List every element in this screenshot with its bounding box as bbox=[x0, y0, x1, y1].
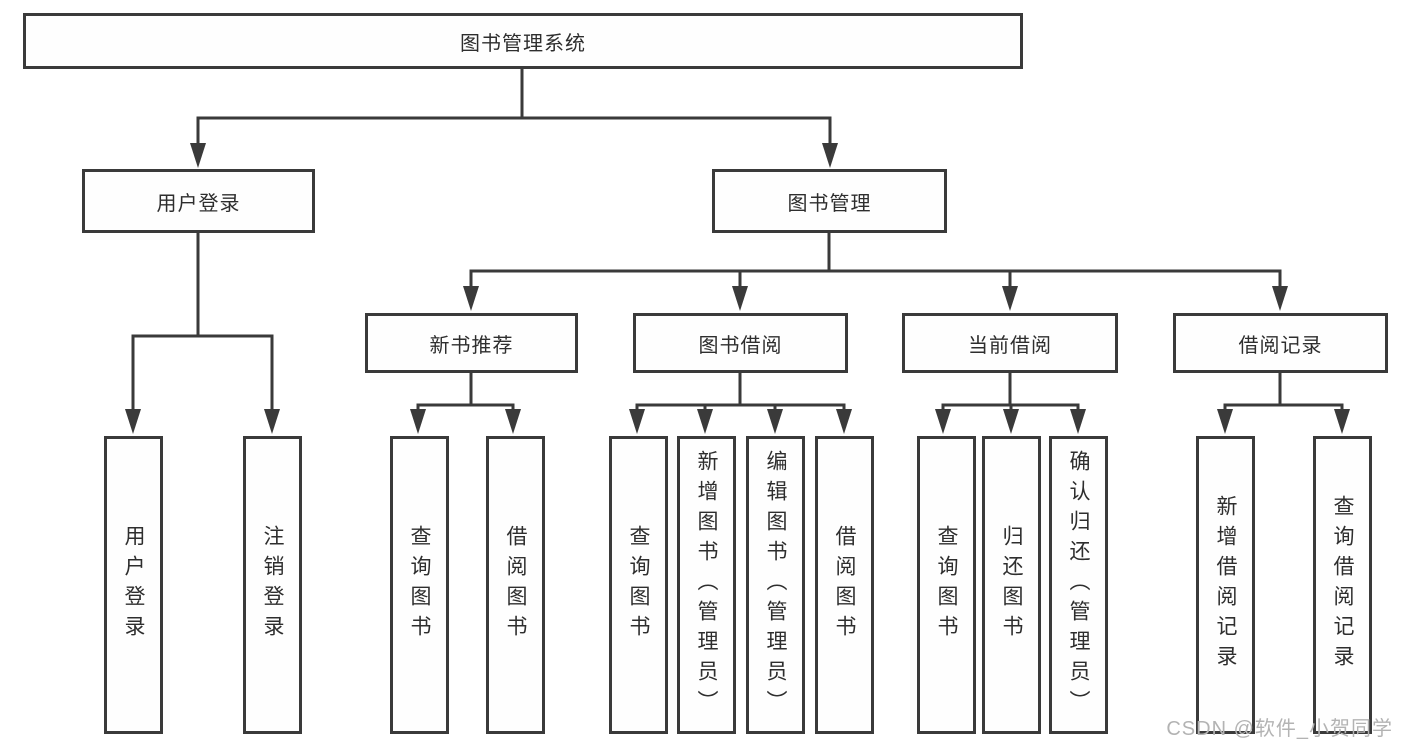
leaf-label: 确认归还（管理员） bbox=[1067, 450, 1090, 720]
leaf-label: 注销登录 bbox=[261, 525, 284, 645]
leaf-label: 查询图书 bbox=[627, 525, 650, 645]
leaf-query-books-recommend: 查询图书 bbox=[390, 436, 449, 734]
connector-current-borrow-to-leaves bbox=[941, 371, 1080, 414]
leaf-label: 归还图书 bbox=[1000, 525, 1023, 645]
node-user-login: 用户登录 bbox=[82, 169, 315, 233]
node-label: 图书管理系统 bbox=[460, 32, 586, 55]
node-label: 图书管理 bbox=[787, 192, 872, 215]
leaf-query-books-borrow: 查询图书 bbox=[609, 436, 668, 734]
leaf-label: 新增图书（管理员） bbox=[695, 450, 718, 720]
node-label: 借阅记录 bbox=[1238, 334, 1323, 357]
connector-book-borrow-to-leaves bbox=[635, 371, 846, 414]
node-book-management: 图书管理 bbox=[712, 169, 947, 233]
leaf-query-books-current: 查询图书 bbox=[917, 436, 976, 734]
csdn-watermark: CSDN @软件_小贺同学 bbox=[1166, 718, 1393, 740]
leaf-label: 编辑图书（管理员） bbox=[764, 450, 787, 720]
leaf-logout-login: 注销登录 bbox=[243, 436, 302, 734]
leaf-label: 查询图书 bbox=[408, 525, 431, 645]
leaf-borrow-books-recommend: 借阅图书 bbox=[486, 436, 545, 734]
node-current-borrow: 当前借阅 bbox=[902, 313, 1118, 373]
leaf-label: 用户登录 bbox=[122, 525, 145, 645]
node-label: 新书推荐 bbox=[429, 334, 514, 357]
node-label: 当前借阅 bbox=[968, 334, 1052, 357]
connector-new-book-recommend-to-leaves bbox=[416, 371, 515, 414]
leaf-label: 借阅图书 bbox=[504, 525, 527, 645]
leaf-add-borrow-record: 新增借阅记录 bbox=[1196, 436, 1255, 734]
leaf-borrow-books: 借阅图书 bbox=[815, 436, 874, 734]
leaf-confirm-return-admin: 确认归还（管理员） bbox=[1049, 436, 1108, 734]
leaf-edit-book-admin: 编辑图书（管理员） bbox=[746, 436, 805, 734]
leaf-return-book: 归还图书 bbox=[982, 436, 1041, 734]
leaf-label: 新增借阅记录 bbox=[1214, 495, 1237, 675]
leaf-add-book-admin: 新增图书（管理员） bbox=[677, 436, 736, 734]
connector-book-management-to-level3 bbox=[469, 231, 1282, 291]
leaf-label: 查询借阅记录 bbox=[1331, 495, 1354, 675]
node-book-borrow: 图书借阅 bbox=[633, 313, 848, 373]
leaf-label: 借阅图书 bbox=[833, 525, 856, 645]
connector-borrow-record-to-leaves bbox=[1223, 371, 1344, 414]
leaf-label: 查询图书 bbox=[935, 525, 958, 645]
arrowheads bbox=[125, 143, 1350, 434]
node-label: 图书借阅 bbox=[698, 334, 783, 357]
node-new-book-recommend: 新书推荐 bbox=[365, 313, 578, 373]
node-borrow-record: 借阅记录 bbox=[1173, 313, 1388, 373]
connector-root-to-level2 bbox=[196, 67, 832, 148]
leaf-query-borrow-record: 查询借阅记录 bbox=[1313, 436, 1372, 734]
node-label: 用户登录 bbox=[156, 192, 241, 215]
leaf-user-login: 用户登录 bbox=[104, 436, 163, 734]
connector-user-login-to-leaves bbox=[131, 231, 274, 414]
node-library-management-system: 图书管理系统 bbox=[23, 13, 1023, 69]
